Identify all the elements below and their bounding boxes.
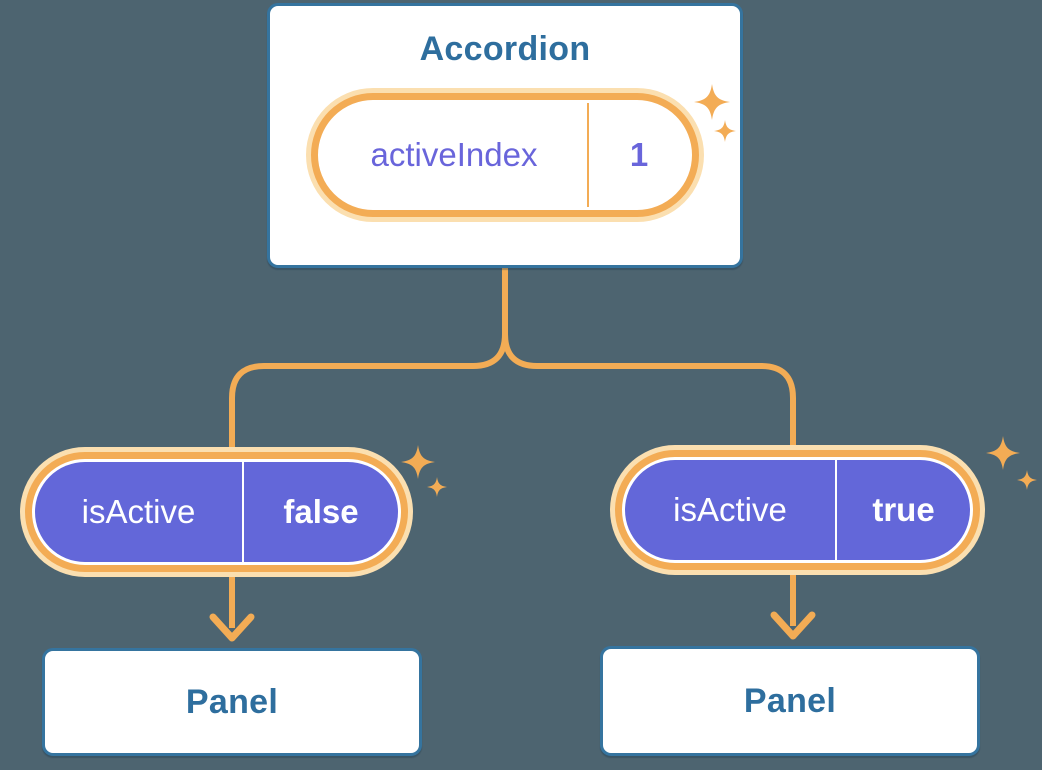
state-value: 1 bbox=[629, 136, 649, 173]
prop-value: false bbox=[283, 493, 359, 530]
pill-divider bbox=[587, 103, 589, 207]
pill-divider bbox=[242, 462, 244, 562]
prop-pill-false: isActive false bbox=[20, 447, 413, 577]
state-label: activeIndex bbox=[370, 136, 538, 173]
sparkle-icon bbox=[401, 445, 435, 479]
prop-pill-ring: isActive true bbox=[615, 450, 980, 570]
sparkle-icon bbox=[986, 436, 1020, 470]
prop-label: isActive bbox=[673, 491, 787, 528]
state-pill-ring: activeIndex 1 bbox=[311, 93, 699, 217]
state-pill: activeIndex 1 bbox=[306, 88, 704, 222]
arrow-left-head bbox=[209, 613, 255, 642]
sparkle-icon bbox=[714, 120, 736, 142]
accordion-card: Accordion activeIndex 1 bbox=[267, 3, 743, 268]
panel-card-right: Panel bbox=[600, 646, 980, 756]
sparkle-icon bbox=[694, 84, 730, 120]
arrow-right-head bbox=[770, 611, 816, 640]
panel-title: Panel bbox=[743, 681, 837, 720]
prop-pill-true: isActive true bbox=[610, 445, 985, 575]
panel-card-left: Panel bbox=[42, 648, 422, 756]
pill-divider bbox=[835, 460, 837, 560]
branch-line-left bbox=[229, 268, 508, 452]
prop-label: isActive bbox=[81, 493, 196, 530]
prop-value: true bbox=[872, 491, 935, 528]
prop-pill-ring: isActive false bbox=[25, 452, 408, 572]
component-title: Accordion bbox=[419, 30, 591, 68]
branch-line-right bbox=[502, 268, 796, 450]
sparkle-icon bbox=[1017, 470, 1037, 490]
sparkle-icon bbox=[427, 477, 447, 497]
panel-title: Panel bbox=[185, 682, 279, 721]
